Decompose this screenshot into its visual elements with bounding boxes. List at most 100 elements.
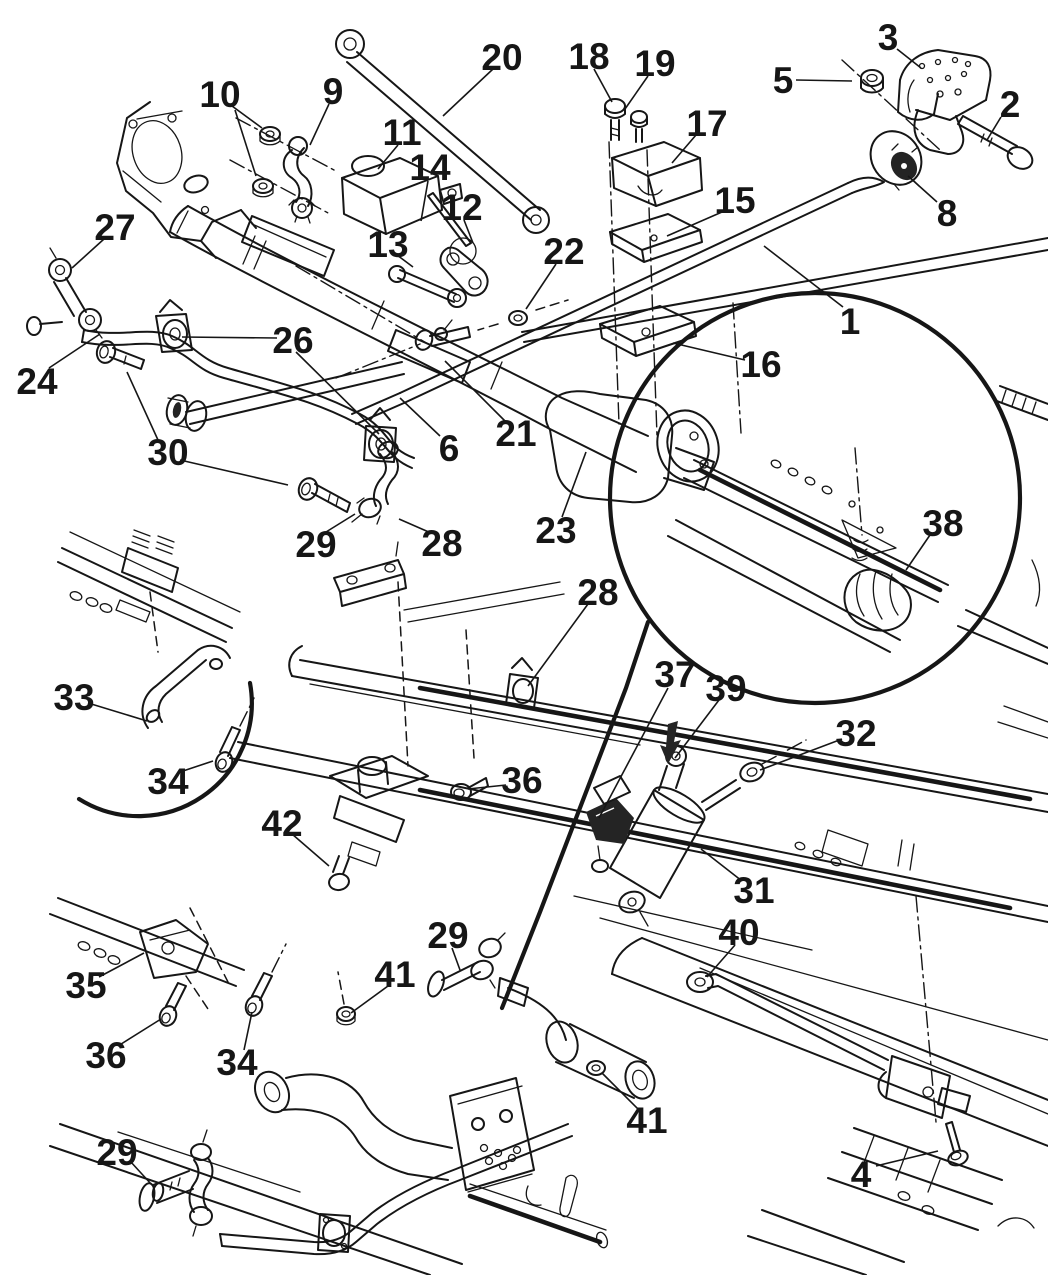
leader-line-24 (48, 333, 101, 369)
leader-line-9 (309, 103, 330, 146)
callout-31: 31 (733, 870, 774, 911)
link-13 (388, 265, 467, 308)
leader-line-31 (700, 848, 743, 882)
leader-line-5 (795, 79, 853, 82)
nut-41a (336, 971, 356, 1026)
leader-line-36 (117, 1018, 162, 1047)
bolt-30 (95, 340, 145, 370)
plug-38 (843, 568, 912, 632)
leader-line-10 (234, 109, 257, 177)
callout-9: 9 (323, 71, 344, 112)
callout-22: 22 (543, 231, 584, 272)
leader-line-16 (672, 342, 746, 361)
callout-27: 27 (94, 207, 135, 248)
spring-eye-bushing (869, 130, 923, 191)
track-bar-upper (335, 29, 550, 234)
callout-14: 14 (409, 147, 451, 188)
leader-line-41 (350, 985, 389, 1014)
hardware-21-22 (335, 299, 569, 379)
callout-17: 17 (686, 103, 727, 144)
callout-29: 29 (295, 524, 336, 565)
track-bar-lower (686, 895, 971, 1123)
callout-4: 4 (851, 1154, 872, 1195)
leader-line-37 (598, 687, 669, 819)
callout-34: 34 (216, 1042, 258, 1083)
leader-line-38 (905, 534, 931, 571)
stabilizer-link-28a (351, 440, 399, 525)
callout-35: 35 (65, 965, 106, 1006)
callout-3: 3 (878, 17, 899, 58)
leader-line-42 (291, 833, 330, 867)
stabilizer-link-29b (427, 932, 567, 1041)
callout-34: 34 (147, 761, 189, 802)
stabilizer-bar-lower (219, 1123, 573, 1256)
bolt-34b (244, 943, 287, 1017)
stabilizer-link-29c (138, 1129, 214, 1237)
callout-11: 11 (382, 112, 421, 153)
callout-23: 23 (535, 510, 576, 551)
callout-28: 28 (577, 572, 618, 613)
leader-line-19 (624, 75, 649, 110)
leader-line-30 (179, 459, 289, 486)
spring-plate-15 (609, 213, 703, 263)
leader-line-13 (396, 254, 414, 268)
leader-line-3 (896, 48, 922, 69)
callout-6: 6 (439, 428, 460, 469)
leader-line-20 (442, 68, 494, 117)
leader-line-40 (706, 944, 736, 978)
bushing-clamp-26a (155, 299, 193, 353)
bumper-bracket-42 (328, 755, 429, 892)
callout-12: 12 (441, 187, 482, 228)
leader-line-32 (759, 738, 843, 771)
bolt-34a (214, 697, 255, 773)
callout-8: 8 (937, 193, 958, 234)
frame-rails (49, 541, 1048, 1275)
callout-18: 18 (568, 36, 609, 77)
callout-19: 19 (634, 43, 675, 84)
nut-bracket-37 (586, 775, 634, 873)
callout-40: 40 (718, 912, 759, 953)
arrow-39 (660, 721, 681, 764)
axle-left-bracket (116, 101, 257, 259)
leader-line-18 (593, 68, 613, 103)
bolt-18 (604, 98, 626, 141)
leader-line-12 (463, 219, 474, 244)
leader-line-29 (325, 513, 356, 533)
bolt-36b (158, 982, 187, 1027)
callout-33: 33 (53, 677, 94, 718)
callout-38: 38 (922, 503, 963, 544)
leader-line-26 (181, 336, 278, 339)
callout-15: 15 (714, 180, 755, 221)
leader-line-14 (420, 180, 429, 222)
axle-tube-lower (545, 1020, 656, 1100)
leader-line-29 (129, 1160, 153, 1186)
leader-line-21 (444, 360, 506, 422)
frame-sketch-33 (57, 529, 241, 653)
bolt-19 (630, 110, 648, 143)
leader-line-34 (179, 760, 214, 773)
callout-10: 10 (199, 74, 240, 115)
callout-21: 21 (495, 413, 536, 454)
spring-plate-16 (599, 305, 697, 357)
callout-37: 37 (654, 654, 695, 695)
strap-bracket-33 (141, 644, 231, 729)
leader-line-8 (907, 175, 938, 203)
callout-36: 36 (501, 760, 542, 801)
leader-line-28 (527, 603, 589, 687)
bracket-35 (139, 919, 211, 1013)
stabilizer-link-27 (26, 247, 103, 339)
leader-line-6 (399, 397, 441, 437)
shackle-bolt (957, 115, 1034, 170)
leader-line-33 (87, 702, 148, 722)
detail-circle-right (499, 290, 1023, 1011)
leader-line-39 (674, 699, 720, 759)
leader-line-34 (243, 1011, 253, 1051)
shackle-bracket (841, 49, 992, 155)
shackle-nut (860, 69, 884, 94)
bushing-clamp-28b (505, 657, 539, 709)
rod-14 (427, 192, 472, 247)
leader-line-27 (71, 238, 105, 269)
trailing-arm (253, 1070, 535, 1193)
